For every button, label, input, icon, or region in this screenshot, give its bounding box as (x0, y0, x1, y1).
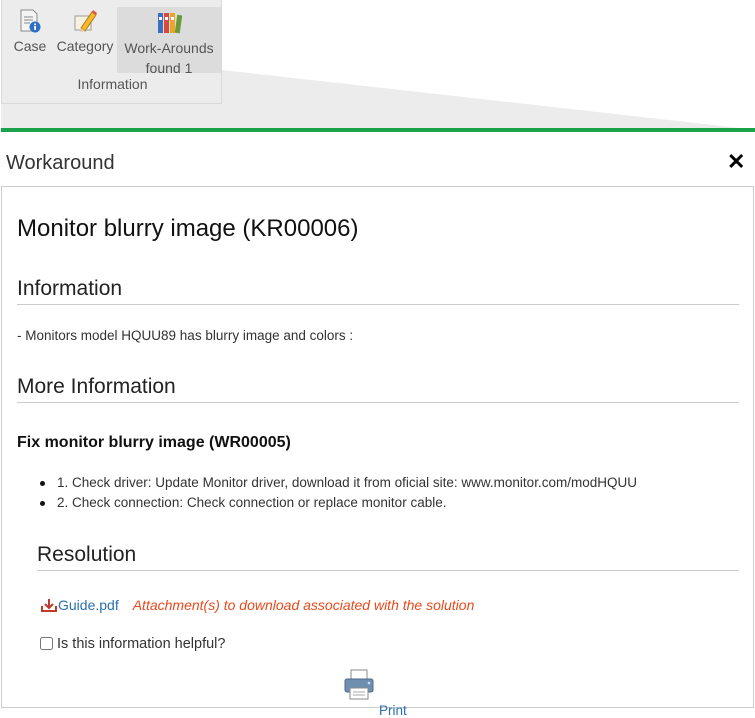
attachment-row: Guide.pdf Attachment(s) to download assoc… (40, 597, 474, 613)
attachment-link[interactable]: Guide.pdf (58, 597, 119, 613)
step-item: 1. Check driver: Update Monitor driver, … (57, 475, 637, 490)
ribbon-toolbar: Case Category Work-Arounds found 1 Infor… (1, 0, 222, 104)
category-button-label: Category (56, 38, 114, 54)
list-bullet (40, 501, 45, 506)
case-info-icon (20, 9, 41, 33)
binders-icon (158, 13, 182, 34)
download-icon (41, 599, 57, 612)
step-item: 2. Check connection: Check connection or… (57, 495, 447, 510)
resolution-divider (37, 570, 739, 571)
attachment-note: Attachment(s) to download associated wit… (132, 597, 475, 613)
category-pencil-icon (74, 10, 97, 32)
resolution-heading: Resolution (37, 543, 137, 566)
modal-accent-bar (1, 128, 755, 132)
category-button[interactable]: Category (54, 8, 116, 56)
article-title: Monitor blurry image (KR00006) (17, 215, 359, 242)
ribbon-group-label: Information (77, 76, 148, 92)
case-button-label: Case (13, 38, 47, 54)
information-divider (17, 304, 739, 305)
ribbon-callout-wedge (1, 70, 740, 128)
case-button[interactable]: Case (10, 8, 50, 56)
workarounds-button-label: Work-Arounds (124, 40, 214, 56)
workarounds-button[interactable]: Work-Arounds found 1 (117, 7, 221, 76)
information-heading: Information (17, 277, 123, 300)
more-information-heading: More Information (17, 375, 176, 398)
helpful-label: Is this information helpful? (57, 636, 226, 652)
modal-title: Workaround (6, 152, 115, 174)
workaround-title: Fix monitor blurry image (WR00005) (17, 434, 291, 451)
information-text: - Monitors model HQUU89 has blurry image… (17, 328, 354, 343)
workarounds-count: found 1 (145, 60, 193, 76)
workaround-panel (1, 186, 754, 708)
helpful-row[interactable]: Is this information helpful? (39, 636, 225, 652)
helpful-checkbox[interactable] (40, 637, 53, 650)
more-information-divider (17, 402, 739, 403)
print-button[interactable]: Print (343, 669, 407, 718)
print-label: Print (379, 703, 407, 718)
list-bullet (40, 481, 45, 486)
close-icon[interactable]: ✕ (727, 149, 746, 174)
printer-icon (344, 669, 374, 700)
